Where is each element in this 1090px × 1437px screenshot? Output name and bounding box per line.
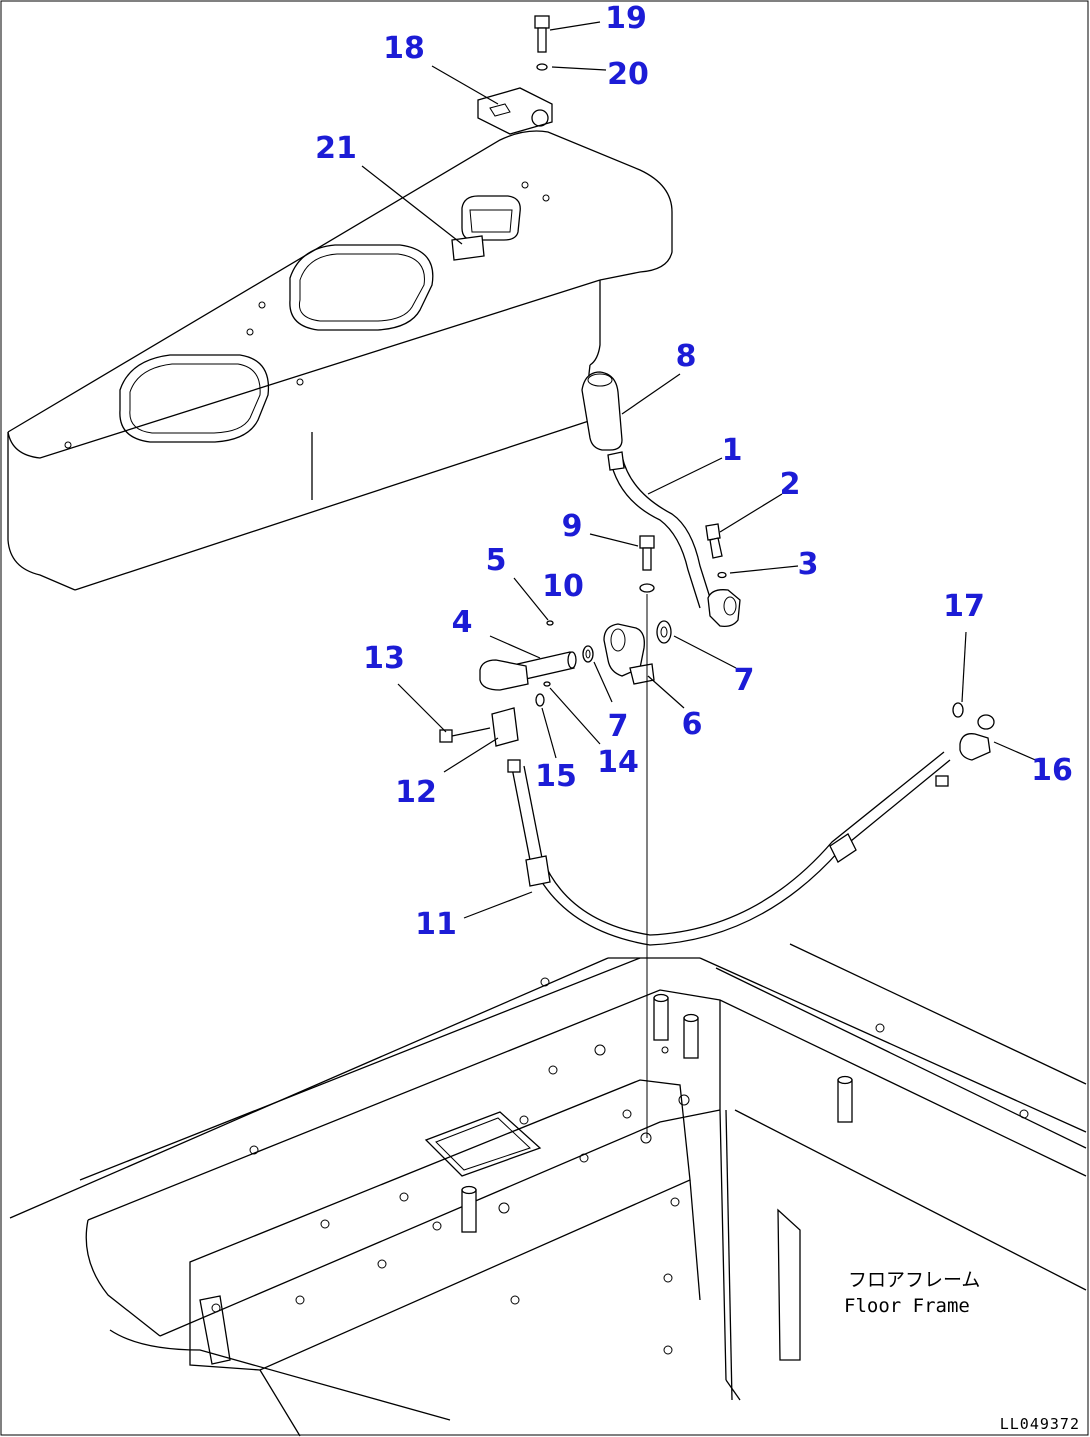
callout-4: 4 (452, 605, 473, 640)
callout-11: 11 (415, 907, 457, 942)
part-10-washer (639, 583, 655, 593)
callout-19: 19 (605, 1, 647, 36)
callout-3: 3 (798, 547, 819, 582)
callout-17: 17 (943, 589, 985, 624)
part-4-shaft (479, 651, 577, 691)
callout-7-right: 7 (734, 663, 755, 698)
leader-lines (361, 21, 1041, 919)
console-box (7, 130, 673, 591)
callout-12: 12 (395, 775, 437, 810)
part-16-cable-end (959, 714, 995, 761)
callout-9: 9 (562, 509, 583, 544)
callout-labels: 1 2 3 4 5 6 7 7 8 9 10 11 12 13 14 15 16… (315, 1, 1073, 942)
part-5-pin (546, 620, 554, 626)
callout-15: 15 (535, 759, 577, 794)
part-19-bolt (534, 15, 550, 53)
part-20-washer (536, 63, 548, 71)
part-2-bolt (705, 523, 723, 559)
part-6-bracket (603, 623, 655, 685)
callout-5: 5 (486, 543, 507, 578)
callout-13: 13 (363, 641, 405, 676)
part-11-cable (507, 751, 951, 946)
callout-2: 2 (780, 467, 801, 502)
floor-frame-label-jp: フロアフレーム (848, 1269, 980, 1291)
callout-10: 10 (542, 569, 584, 604)
part-13-bolt (439, 727, 491, 743)
part-18-bracket (477, 87, 553, 135)
part-8-knob (581, 371, 623, 451)
callout-6: 6 (682, 707, 703, 742)
floor-frame (9, 943, 1087, 1437)
part-1-lever (607, 451, 741, 628)
callout-14: 14 (597, 745, 639, 780)
callout-18: 18 (383, 31, 425, 66)
part-14-pin (543, 681, 551, 687)
callout-7-left: 7 (608, 709, 629, 744)
callout-16: 16 (1031, 753, 1073, 788)
part-15-washer (535, 693, 545, 707)
callout-21: 21 (315, 131, 357, 166)
part-12-bracket (491, 707, 519, 747)
part-17-pin (952, 702, 964, 718)
callout-1: 1 (722, 433, 743, 468)
floor-frame-label-en: Floor Frame (844, 1295, 970, 1317)
part-7-bushing-right (656, 620, 672, 644)
callout-8: 8 (676, 339, 697, 374)
part-3-washer (717, 571, 727, 579)
part-9-bolt (639, 535, 655, 571)
drawing-code: LL049372 (1000, 1415, 1080, 1433)
callout-20: 20 (607, 57, 649, 92)
part-7-bushing-left (582, 645, 594, 663)
